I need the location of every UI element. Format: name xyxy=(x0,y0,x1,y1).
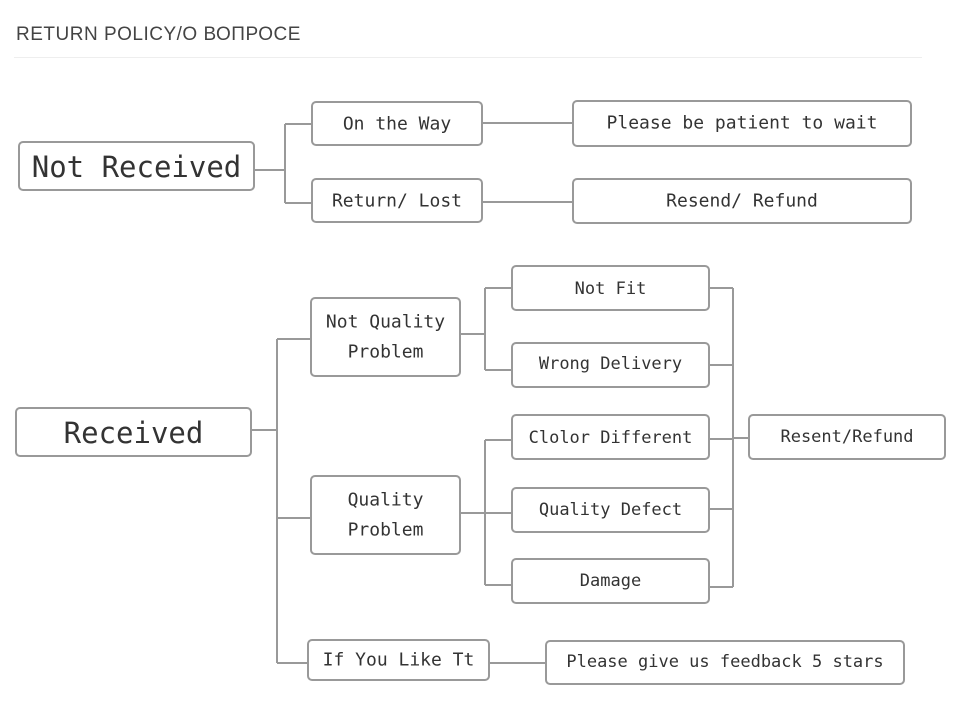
node-if-you-like: If You Like Tt xyxy=(307,639,490,681)
node-label-line-2: Problem xyxy=(348,520,424,541)
node-label: Wrong Delivery xyxy=(539,354,682,374)
node-resent-refund: Resent/Refund xyxy=(748,414,946,460)
node-quality-problem: Quality Problem xyxy=(310,475,461,555)
node-label: On the Way xyxy=(343,114,452,135)
node-label: Please give us feedback 5 stars xyxy=(566,652,883,672)
node-box xyxy=(748,414,946,460)
node-box xyxy=(15,407,252,457)
node-box xyxy=(18,141,255,191)
node-return-lost: Return/ Lost xyxy=(311,178,483,223)
node-on-the-way: On the Way xyxy=(311,101,483,146)
node-not-received: Not Received xyxy=(18,141,255,191)
node-label: Not Fit xyxy=(575,279,647,299)
node-box xyxy=(307,639,490,681)
node-box xyxy=(545,640,905,685)
node-wrong-delivery: Wrong Delivery xyxy=(511,342,710,388)
node-feedback: Please give us feedback 5 stars xyxy=(545,640,905,685)
node-not-fit: Not Fit xyxy=(511,265,710,311)
connector-reasons-to-resent xyxy=(709,287,749,588)
node-color-different: Clolor Different xyxy=(511,414,710,460)
page-title: RETURN POLICY/О ВОПРОСЕ xyxy=(16,24,301,45)
node-box xyxy=(511,558,710,604)
node-damage: Damage xyxy=(511,558,710,604)
node-box xyxy=(310,475,461,555)
node-box xyxy=(311,101,483,146)
node-box xyxy=(572,178,912,224)
node-received: Received xyxy=(15,407,252,457)
node-label: Quality Defect xyxy=(539,500,682,520)
connector-not-quality-branches xyxy=(460,287,512,371)
node-label-line-2: Problem xyxy=(348,342,424,363)
connectors xyxy=(251,122,749,664)
node-label-line-1: Not Quality xyxy=(326,312,445,333)
node-box xyxy=(511,487,710,533)
connector-not-received-branches xyxy=(254,123,312,204)
node-box xyxy=(511,265,710,311)
node-label: If You Like Tt xyxy=(323,650,475,671)
node-quality-defect: Quality Defect xyxy=(511,487,710,533)
connector-quality-branches xyxy=(460,439,512,586)
node-label: Return/ Lost xyxy=(332,191,462,212)
node-resend-refund: Resend/ Refund xyxy=(572,178,912,224)
node-box xyxy=(310,297,461,377)
node-box xyxy=(572,100,912,147)
node-label: Resend/ Refund xyxy=(666,191,818,212)
node-label: Not Received xyxy=(32,150,242,184)
node-label-line-1: Quality xyxy=(348,490,424,511)
node-label: Damage xyxy=(580,571,641,591)
title-divider xyxy=(14,57,922,58)
node-box xyxy=(511,342,710,388)
node-box xyxy=(511,414,710,460)
connector-received-branches xyxy=(251,338,311,664)
node-box xyxy=(311,178,483,223)
node-please-wait: Please be patient to wait xyxy=(572,100,912,147)
node-label: Please be patient to wait xyxy=(607,113,878,134)
node-label: Clolor Different xyxy=(529,428,693,448)
node-label: Received xyxy=(64,416,204,450)
node-label: Resent/Refund xyxy=(780,427,913,447)
node-not-quality-problem: Not Quality Problem xyxy=(310,297,461,377)
